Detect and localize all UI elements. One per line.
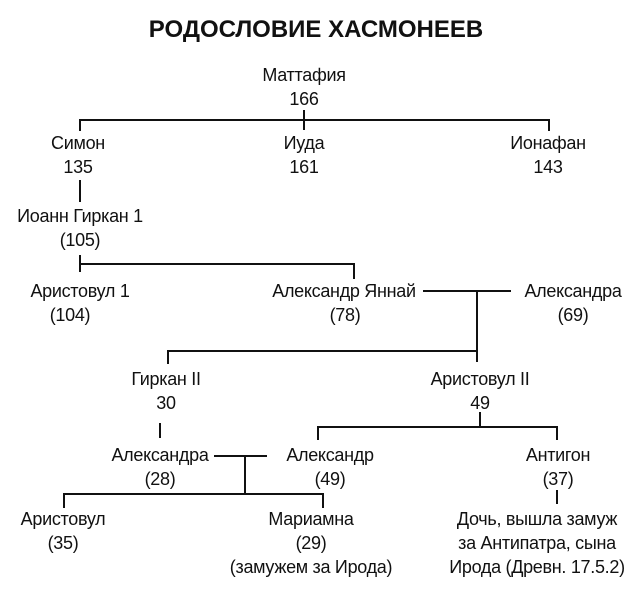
person-year: (69) (557, 305, 589, 325)
person-year: (35) (47, 533, 79, 553)
person-name: Гиркан II (131, 369, 201, 389)
person-name: Александр (286, 445, 374, 465)
person-name: Александра (111, 445, 209, 465)
person-name: Антигон (525, 445, 591, 465)
person-name: Иоанн Гиркан 1 (17, 206, 143, 226)
person-year: 166 (289, 89, 319, 109)
person-name: Александр Яннай (272, 281, 416, 301)
person-name: Александра (524, 281, 622, 301)
person-name: Аристовул 1 (30, 281, 130, 301)
person-year: (104) (49, 305, 91, 325)
person-name: Маттафия (262, 65, 346, 85)
person-year: (105) (59, 230, 101, 250)
person-note: (замужем за Ирода) (229, 557, 393, 577)
daughter-note-line: за Антипатра, сына (458, 533, 616, 553)
person-year: (28) (144, 469, 176, 489)
person-name: Симон (51, 133, 105, 153)
person-name: Аристовул II (430, 369, 530, 389)
person-name: Ионафан (510, 133, 586, 153)
person-name: Аристовул (20, 509, 106, 529)
diagram-title: РОДОСЛОВИЕ ХАСМОНЕЕВ (148, 16, 484, 43)
person-year: 135 (63, 157, 93, 177)
daughter-note-line: Дочь, вышла замуж (456, 509, 618, 529)
person-name: Иуда (283, 133, 325, 153)
daughter-note-line: Ирода (Древн. 17.5.2) (449, 557, 625, 577)
person-year: 30 (156, 393, 176, 413)
person-name: Мариамна (268, 509, 354, 529)
person-year: (49) (314, 469, 346, 489)
person-year: 161 (289, 157, 319, 177)
person-year: (37) (542, 469, 574, 489)
person-year: (29) (295, 533, 327, 553)
person-year: 143 (533, 157, 563, 177)
person-year: 49 (470, 393, 490, 413)
person-year: (78) (329, 305, 361, 325)
